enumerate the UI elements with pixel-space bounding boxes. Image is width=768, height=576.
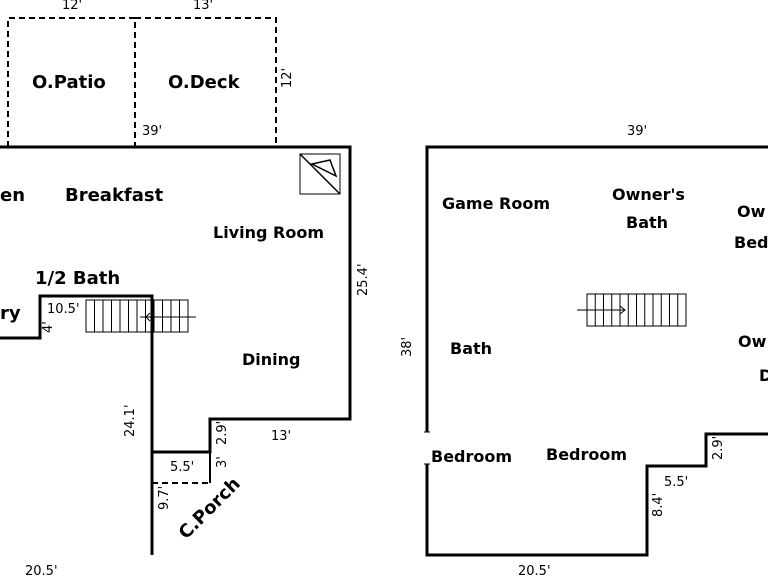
- owners-bath-label-line2: Bath: [626, 213, 668, 232]
- notch-height-dim: 2.9': [215, 421, 230, 445]
- breakfast-label: Breakfast: [65, 185, 164, 206]
- patio-outline: [7, 17, 136, 147]
- fireplace-icon: [299, 153, 341, 195]
- floor-2-notch-side-dim: 8.4': [651, 493, 666, 517]
- patio-label: O.Patio: [32, 72, 106, 93]
- floor-2-notch-width-dim: 5.5': [664, 475, 688, 490]
- floor-1-plan: O.Patio O.Deck en Breakfast Living Room …: [0, 0, 371, 576]
- owner-room-label-line2: D: [759, 366, 768, 385]
- floor-2-exterior-wall: [425, 145, 768, 557]
- deck-outline: [135, 17, 277, 147]
- floor-1-right-dim: 25.4': [356, 263, 371, 296]
- porch-height-dim: 9.7': [157, 486, 172, 510]
- half-bath-width-dim: 10.5': [47, 302, 80, 317]
- floor-2-notch-height-dim: 2.9': [711, 436, 726, 460]
- bedroom-a-label: Bedroom: [431, 447, 512, 466]
- floor-1-top-dim: 39': [142, 124, 162, 139]
- floor-1-bottom-dim: 20.5': [25, 564, 58, 576]
- patio-width-dim: 12': [62, 0, 82, 13]
- deck-height-dim: 12': [280, 68, 295, 88]
- half-bath-label: 1/2 Bath: [35, 268, 120, 289]
- half-bath-wall: [0, 294, 154, 452]
- staircase-floor-2: [577, 293, 687, 327]
- owner-bedroom-label-line1: Ow: [737, 202, 766, 221]
- floor-2-top-dim: 39': [627, 124, 647, 139]
- living-room-label: Living Room: [213, 223, 324, 242]
- bath-label: Bath: [450, 339, 492, 358]
- floor-2-plan: Game Room Owner's Bath Ow Bed Bath Ow D …: [400, 124, 768, 576]
- owner-room-label-line1: Ow: [738, 332, 767, 351]
- notch-width-dim: 13': [271, 429, 291, 444]
- deck-width-dim: 13': [193, 0, 213, 13]
- dining-label: Dining: [242, 350, 300, 369]
- game-room-label: Game Room: [442, 194, 550, 213]
- porch-side-dim: 3': [215, 456, 230, 468]
- bedroom-b-label: Bedroom: [546, 445, 627, 464]
- owners-bath-label-line1: Owner's: [612, 185, 685, 204]
- laundry-height-dim: 4': [41, 321, 56, 333]
- stair-wall-dim: 24.1': [123, 404, 138, 437]
- deck-label: O.Deck: [168, 72, 241, 93]
- kitchen-label: en: [0, 185, 25, 206]
- floor-2-bottom-dim: 20.5': [518, 564, 551, 576]
- porch-width-dim: 5.5': [170, 460, 194, 475]
- staircase-floor-1: [85, 299, 196, 333]
- porch-label: C.Porch: [175, 474, 245, 544]
- floor-2-left-dim: 38': [400, 337, 415, 357]
- owner-bedroom-label-line2: Bed: [734, 233, 768, 252]
- laundry-label: ry: [0, 303, 21, 324]
